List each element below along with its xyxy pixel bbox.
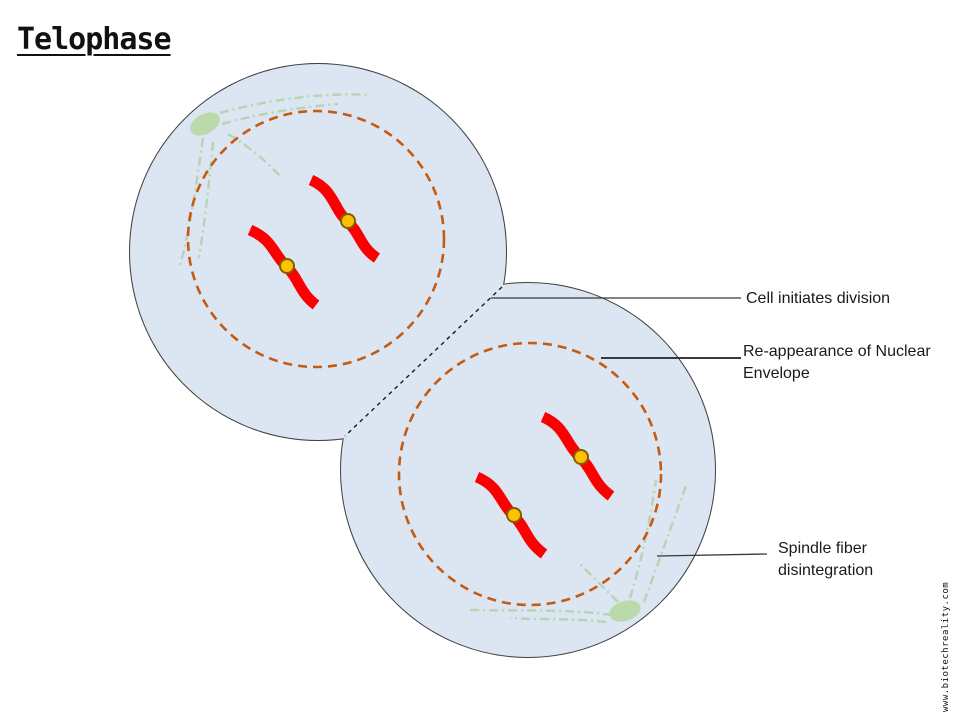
label-nuclear-envelope-line2: Envelope bbox=[743, 365, 810, 382]
nuclear-envelope-top bbox=[186, 109, 446, 369]
centrosome-top bbox=[190, 112, 220, 136]
centromere bbox=[279, 258, 295, 274]
spindle-fiber bbox=[642, 485, 688, 603]
centromere bbox=[573, 449, 589, 465]
spindle-fiber bbox=[197, 141, 215, 259]
spindle-fibers-bottom bbox=[467, 479, 688, 624]
centromeres-top bbox=[279, 213, 356, 274]
spindle-fiber bbox=[219, 93, 371, 115]
centromeres-bottom bbox=[506, 449, 589, 523]
leader-lines bbox=[491, 297, 768, 557]
label-cell-initiates-division: Cell initiates division bbox=[746, 290, 891, 307]
nuclear-envelope-bottom bbox=[397, 341, 663, 607]
page-title: Telophase bbox=[17, 22, 172, 57]
spindle-fiber bbox=[628, 479, 658, 599]
label-nuclear-envelope: Re-appearance of Nuclear Envelope bbox=[743, 341, 931, 385]
cell-bottom-fill-cover bbox=[341, 283, 715, 657]
spindle-fiber bbox=[579, 563, 619, 603]
leader-line-spindle-fiber bbox=[656, 553, 768, 557]
label-spindle-disintegration: Spindle fiber disintegration bbox=[778, 538, 873, 582]
centrosome-bottom bbox=[609, 600, 641, 622]
spindle-fiber bbox=[221, 102, 339, 126]
watermark-url: www.biotechreality.com bbox=[941, 581, 951, 712]
centromere bbox=[506, 507, 522, 523]
label-nuclear-envelope-line1: Re-appearance of Nuclear bbox=[743, 343, 931, 360]
label-spindle-line1: Spindle fiber bbox=[778, 540, 867, 557]
label-spindle-line2: disintegration bbox=[778, 562, 874, 579]
spindle-fiber bbox=[227, 132, 283, 179]
daughter-cells bbox=[129, 63, 716, 658]
centromere bbox=[340, 213, 356, 229]
